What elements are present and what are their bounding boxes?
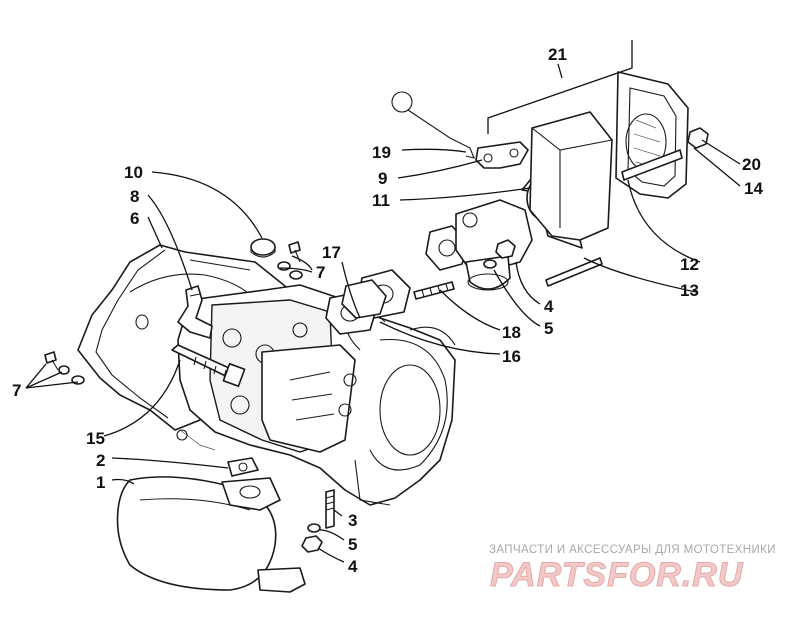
callout-5-upper: 5 [544,319,553,338]
stud-upper [413,281,455,300]
watermark-logo: PARTSFOR.RU [490,556,744,595]
intake-gaskets [325,279,387,335]
engine-block [176,284,456,506]
callout-2: 2 [96,451,105,470]
callout-14: 14 [744,179,763,198]
callout-13: 13 [680,281,699,300]
callout-3: 3 [348,511,357,530]
leader-lines [25,40,741,563]
screws-group-left [44,351,85,385]
callout-16: 16 [502,347,521,366]
callout-labels: 21 19 9 11 20 14 12 13 4 5 18 16 17 10 8… [12,45,763,576]
washer-upper [483,259,497,269]
cover-stud [545,149,683,287]
callout-19: 19 [372,143,391,162]
cap [250,238,276,258]
choke-rod [391,91,475,159]
callout-11: 11 [372,191,390,210]
nut-upper [495,239,516,259]
callout-7-left: 7 [12,381,21,400]
bracket [475,141,529,169]
plug-boot [177,285,213,339]
callout-8: 8 [130,187,139,206]
callout-15: 15 [86,429,105,448]
callout-4-upper: 4 [544,297,554,316]
callout-21: 21 [548,45,567,64]
callout-17: 17 [322,243,341,262]
exhaust-gasket [227,457,259,477]
screws-group-top [277,241,303,280]
callout-10: 10 [124,163,143,182]
watermark-tagline: ЗАПЧАСТИ И АКСЕССУАРЫ ДЛЯ МОТОТЕХНИКИ [489,544,776,556]
spark-plug [171,344,246,387]
callout-1: 1 [96,473,105,492]
callout-5-lower: 5 [348,535,357,554]
callout-6: 6 [130,209,139,228]
nut-cover [687,127,709,149]
stud-lower [325,489,335,529]
nut-lower [301,535,323,553]
washer-lower [307,523,321,533]
air-filter-body [521,111,613,241]
muffler [116,476,306,593]
callout-12: 12 [680,255,699,274]
callout-18: 18 [502,323,521,342]
callout-9: 9 [378,169,387,188]
callout-20: 20 [742,155,761,174]
callout-4-lower: 4 [348,557,358,576]
callout-7-top: 7 [316,263,325,282]
